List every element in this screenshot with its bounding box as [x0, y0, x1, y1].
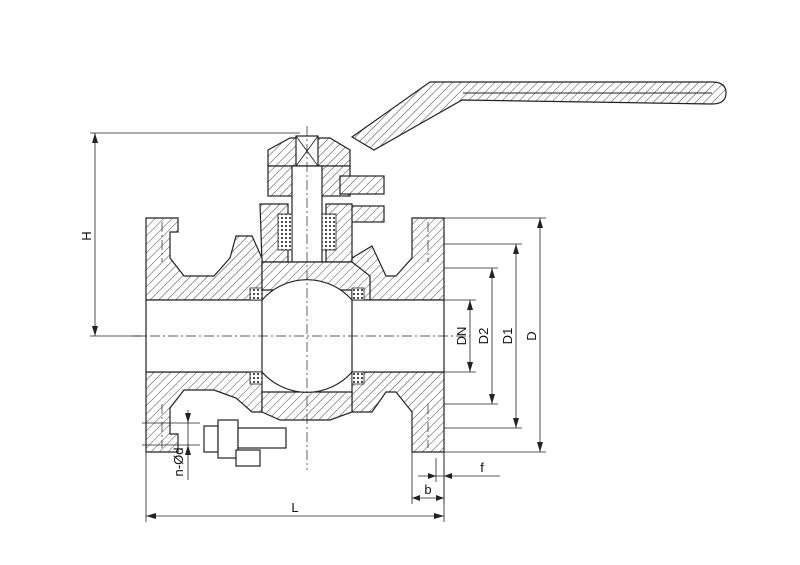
dimension-d2	[444, 267, 498, 405]
packing-rings	[277, 213, 337, 251]
label-bolt-holes: n-Ød	[171, 448, 186, 477]
label-d2: D2	[476, 328, 491, 345]
dimension-h	[90, 132, 300, 337]
label-h: H	[79, 231, 94, 240]
seat-rings	[249, 287, 365, 385]
dimension-bolt-holes	[142, 410, 200, 480]
label-d1: D1	[500, 328, 515, 345]
label-f: f	[480, 460, 484, 475]
label-dn: DN	[454, 327, 469, 346]
label-l: L	[291, 500, 298, 515]
center-lines	[132, 126, 470, 470]
dimension-dn	[444, 299, 476, 373]
dimension-d1	[444, 243, 522, 429]
dimension-d	[444, 217, 546, 453]
dimension-f	[418, 458, 500, 482]
stem-nut	[267, 135, 351, 167]
lever-handle	[350, 81, 727, 151]
label-b: b	[424, 482, 431, 497]
body-bolt	[203, 419, 287, 467]
label-d: D	[524, 331, 539, 340]
